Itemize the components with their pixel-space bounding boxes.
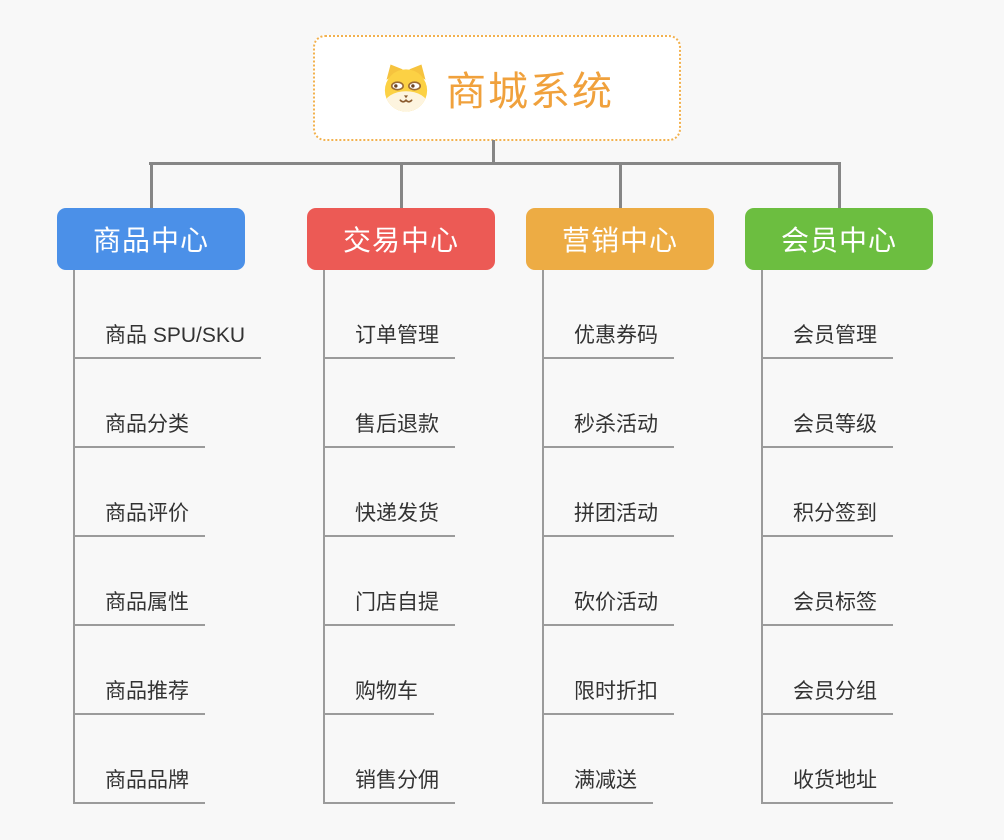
child-topic[interactable]: 购物车 (323, 672, 434, 715)
child-topic[interactable]: 积分签到 (761, 494, 893, 537)
connector-root-drop-line (492, 140, 495, 164)
child-topic[interactable]: 限时折扣 (542, 672, 674, 715)
connector-drop-line (619, 162, 622, 209)
branch-column-trade: 交易中心 订单管理 售后退款 快递发货 门店自提 购物车 销售分佣 (307, 0, 495, 840)
connector-drop-line (400, 162, 403, 209)
child-topic[interactable]: 销售分佣 (323, 761, 455, 804)
child-topic[interactable]: 拼团活动 (542, 494, 674, 537)
branch-column-marketing: 营销中心 优惠券码 秒杀活动 拼团活动 砍价活动 限时折扣 满减送 (526, 0, 714, 840)
root-title: 商城系统 (446, 70, 614, 114)
child-topic[interactable]: 门店自提 (323, 583, 455, 626)
dog-face-icon (384, 64, 428, 112)
branch-node-marketing-center[interactable]: 营销中心 (526, 208, 714, 270)
branch-column-product: 商品中心 商品 SPU/SKU 商品分类 商品评价 商品属性 商品推荐 商品品牌 (57, 0, 262, 840)
connector-drop-line (838, 162, 841, 209)
child-topic[interactable]: 快递发货 (323, 494, 455, 537)
branch-node-product-center[interactable]: 商品中心 (57, 208, 245, 270)
child-topic[interactable]: 满减送 (542, 761, 653, 804)
branch-column-member: 会员中心 会员管理 会员等级 积分签到 会员标签 会员分组 收货地址 (745, 0, 933, 840)
branch-node-member-center[interactable]: 会员中心 (745, 208, 933, 270)
child-topic[interactable]: 商品评价 (73, 494, 205, 537)
child-topic[interactable]: 优惠券码 (542, 316, 674, 359)
child-topic[interactable]: 商品分类 (73, 405, 205, 448)
root-node-mall-system[interactable]: 商城系统 (313, 35, 681, 141)
branch-node-trade-center[interactable]: 交易中心 (307, 208, 495, 270)
child-topic[interactable]: 秒杀活动 (542, 405, 674, 448)
connector-bus-line (149, 162, 840, 165)
child-topic[interactable]: 收货地址 (761, 761, 893, 804)
child-topic[interactable]: 售后退款 (323, 405, 455, 448)
child-topic[interactable]: 商品推荐 (73, 672, 205, 715)
child-topic[interactable]: 会员标签 (761, 583, 893, 626)
child-topic[interactable]: 砍价活动 (542, 583, 674, 626)
child-topic[interactable]: 商品品牌 (73, 761, 205, 804)
child-topic[interactable]: 订单管理 (323, 316, 455, 359)
child-topic[interactable]: 会员分组 (761, 672, 893, 715)
child-topic[interactable]: 会员等级 (761, 405, 893, 448)
child-topic[interactable]: 商品属性 (73, 583, 205, 626)
connector-drop-line (150, 162, 153, 209)
child-topic[interactable]: 商品 SPU/SKU (73, 316, 262, 359)
child-topic[interactable]: 会员管理 (761, 316, 893, 359)
